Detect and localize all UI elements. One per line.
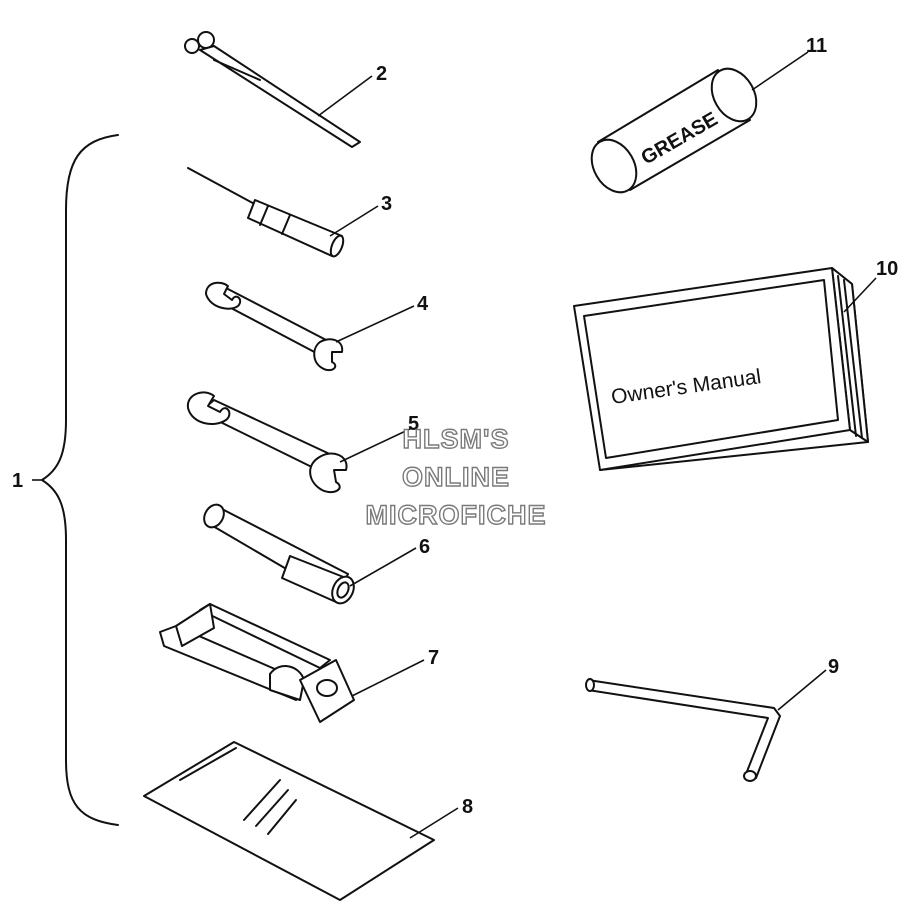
watermark-line-3: MICROFICHE bbox=[366, 500, 547, 530]
callout-2: 2 bbox=[376, 63, 387, 85]
plug-socket-drawing bbox=[203, 503, 355, 605]
leader-5 bbox=[339, 427, 413, 463]
leader-11 bbox=[751, 51, 809, 91]
grease-tube-drawing: GREASE bbox=[590, 67, 758, 194]
hex-key-drawing bbox=[585, 678, 781, 782]
leader-2 bbox=[317, 75, 373, 117]
watermark-line-2: ONLINE bbox=[402, 462, 510, 492]
small-wrench-drawing bbox=[205, 281, 344, 372]
callout-3: 3 bbox=[381, 193, 392, 215]
callout-10: 10 bbox=[876, 258, 898, 280]
large-wrench-drawing bbox=[186, 391, 348, 494]
leader-7 bbox=[351, 659, 425, 697]
callout-9: 9 bbox=[828, 656, 839, 678]
screwdriver-drawing bbox=[187, 167, 345, 258]
leader-8 bbox=[409, 807, 459, 839]
pin-tool-drawing bbox=[184, 31, 361, 148]
owners-manual-drawing: Owner's Manual bbox=[573, 267, 869, 471]
callout-11: 11 bbox=[806, 35, 827, 57]
tool-handle-drawing bbox=[159, 603, 355, 723]
callout-7: 7 bbox=[428, 647, 439, 669]
leader-4 bbox=[335, 305, 415, 343]
callout-8: 8 bbox=[462, 796, 473, 818]
callout-5: 5 bbox=[408, 413, 419, 435]
leader-9 bbox=[777, 669, 827, 711]
callout-1: 1 bbox=[12, 470, 23, 492]
leader-6 bbox=[349, 547, 417, 587]
watermark-line-1: HLSM'S bbox=[403, 424, 510, 454]
leader-3 bbox=[329, 205, 379, 237]
leader-10 bbox=[843, 277, 877, 313]
callout-4: 4 bbox=[417, 293, 429, 315]
kit-bracket bbox=[41, 134, 119, 826]
callout-6: 6 bbox=[419, 536, 430, 558]
watermark: HLSM'S ONLINE MICROFICHE bbox=[365, 423, 547, 530]
tool-bag-drawing bbox=[143, 741, 435, 901]
